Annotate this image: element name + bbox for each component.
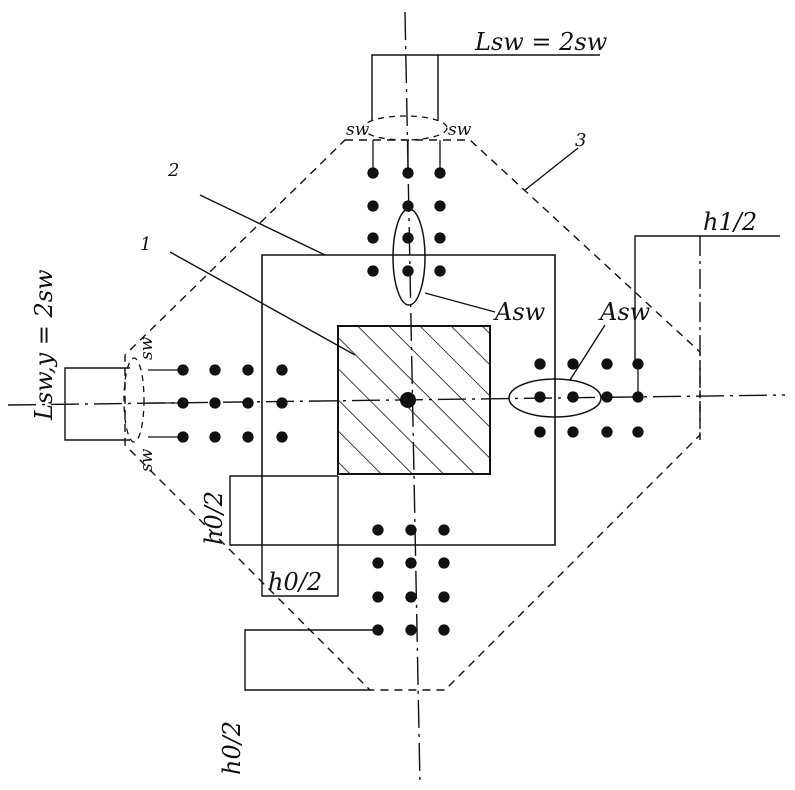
- stirrup-dot-top: [434, 265, 446, 277]
- stirrup-dot-bottom: [405, 624, 417, 636]
- asw-group-top: [392, 208, 426, 306]
- stirrup-dot-left: [177, 364, 189, 376]
- stirrup-dot-bottom: [438, 557, 450, 569]
- stirrup-dot-bottom: [438, 591, 450, 603]
- stirrup-dot-right: [534, 358, 546, 370]
- label-asw-right: Asw: [598, 298, 651, 326]
- stirrup-dot-left: [209, 364, 221, 376]
- leader-1: [169, 251, 356, 356]
- stirrup-dot-left: [177, 431, 189, 443]
- stirrup-dot-right: [534, 426, 546, 438]
- leader-asw-right: [569, 324, 606, 381]
- center-point: [400, 392, 416, 408]
- stirrup-dot-top: [402, 232, 414, 244]
- dim-h0-c: [244, 629, 378, 691]
- stirrup-rows: [148, 140, 644, 636]
- stirrup-dot-top: [367, 232, 379, 244]
- stirrup-dot-right: [567, 426, 579, 438]
- label-asw-top: Asw: [493, 298, 546, 326]
- dim-h0-a: [229, 475, 338, 546]
- leader-3: [524, 147, 579, 191]
- stirrup-dot-left: [276, 364, 288, 376]
- dim-h0-b: [261, 476, 339, 597]
- stirrup-dot-right: [601, 391, 613, 403]
- dimension-lines: [64, 54, 780, 691]
- stirrup-dot-bottom: [438, 524, 450, 536]
- dim-left-l: [64, 367, 130, 441]
- stirrup-dot-right: [601, 358, 613, 370]
- stirrup-dot-left: [209, 397, 221, 409]
- stirrup-dot-top: [434, 167, 446, 179]
- stirrup-dot-bottom: [405, 591, 417, 603]
- leader-2: [199, 194, 326, 256]
- stirrup-dot-bottom: [405, 524, 417, 536]
- inner-contour: [261, 254, 556, 546]
- dim-top-l: [371, 54, 600, 120]
- stirrup-dot-bottom: [372, 591, 384, 603]
- stirrup-dot-right: [567, 358, 579, 370]
- stirrup-dot-bottom: [405, 557, 417, 569]
- stirrup-dot-right: [601, 426, 613, 438]
- stirrup-dot-left: [177, 397, 189, 409]
- label-column: 1: [140, 234, 151, 255]
- dim-h1: [634, 235, 780, 360]
- label-l-left: Lsw,y = 2sw: [30, 269, 58, 421]
- label-h1-half: h1/2: [703, 208, 757, 236]
- stirrup-dot-right: [567, 391, 579, 403]
- stirrup-dot-top: [367, 265, 379, 277]
- stirrup-dot-top: [367, 167, 379, 179]
- stirrup-dot-top: [402, 265, 414, 277]
- stirrup-dot-left: [242, 431, 254, 443]
- stirrup-dot-left: [209, 431, 221, 443]
- stirrup-dot-top: [434, 232, 446, 244]
- stirrup-dot-bottom: [372, 524, 384, 536]
- label-outer-contour: 3: [575, 130, 586, 151]
- asw-group-right: [508, 378, 602, 418]
- stirrup-dot-top: [434, 200, 446, 212]
- label-h0-half-b: h0/2: [268, 568, 322, 596]
- label-inner-contour: 2: [167, 160, 179, 181]
- stirrup-dot-top: [367, 200, 379, 212]
- leader-asw-top: [424, 292, 496, 313]
- label-sw-left-top: sw: [137, 336, 157, 360]
- stirrup-dot-left: [242, 364, 254, 376]
- label-h0-half-a: h0/2: [200, 491, 228, 545]
- stirrup-dot-bottom: [372, 557, 384, 569]
- stirrup-dot-left: [242, 397, 254, 409]
- label-sw-left-bottom: sw: [137, 448, 157, 472]
- label-sw-top-right: sw: [448, 120, 472, 140]
- stirrup-dot-right: [632, 426, 644, 438]
- sw-bracket-top: [362, 115, 448, 141]
- sw-bracket-left: [123, 357, 145, 443]
- label-l-top: Lsw = 2sw: [474, 28, 608, 56]
- stirrup-dot-left: [276, 431, 288, 443]
- stirrup-dot-top: [402, 167, 414, 179]
- stirrup-dot-right: [534, 391, 546, 403]
- label-sw-top-left: sw: [346, 120, 370, 140]
- stirrup-dot-bottom: [438, 624, 450, 636]
- stirrup-dot-left: [276, 397, 288, 409]
- label-h0-half-c: h0/2: [218, 721, 246, 775]
